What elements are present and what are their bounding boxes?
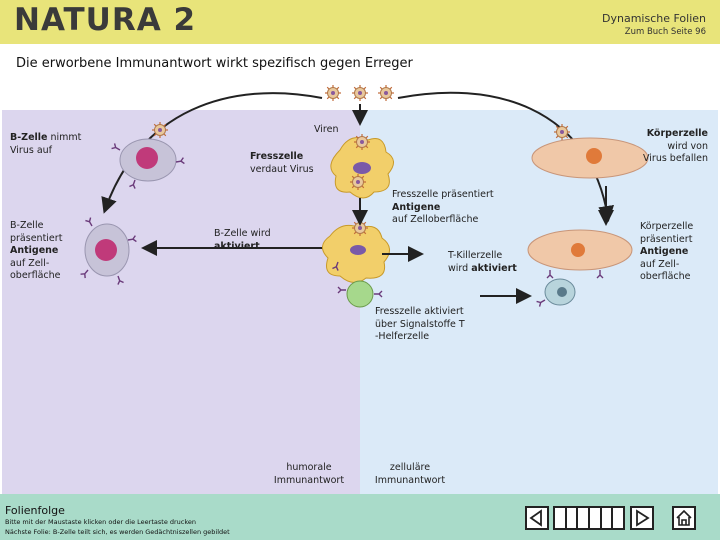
label-phagocyte-activates: Fresszelle aktiviert über Signalstoffe T… [375, 306, 465, 342]
progress-segment[interactable] [613, 508, 623, 528]
footer-instruction: Bitte mit der Maustaste klicken oder die… [5, 518, 197, 526]
home-icon [676, 509, 692, 526]
play-icon [636, 509, 650, 527]
b-cell-virus-uptake [110, 121, 186, 190]
label-tkiller: T-Killerzelle wird aktiviert [448, 250, 517, 274]
progress-segment[interactable] [602, 508, 614, 528]
label-bodycell-infected: Körperzelle wird von Virus befallen [642, 128, 708, 164]
phagocyte-digesting [330, 133, 394, 199]
phagocyte-presenting [322, 219, 390, 283]
label-humoral: humorale Immunantwort [273, 462, 345, 486]
body-cell-presenting [527, 229, 633, 279]
natura-logo: NATURA 2 [14, 2, 197, 38]
progress-segment[interactable] [578, 508, 591, 528]
arrow-to-bcell [101, 92, 323, 214]
body-cell-infected [531, 123, 649, 179]
label-cellular: zelluläre Immunantwort [374, 462, 446, 486]
label-bcell-present: B-Zelle präsentiert Antigene auf Zell- o… [10, 220, 63, 281]
label-phagocyte-present: Fresszelle präsentiert Antigene auf Zell… [392, 189, 494, 225]
series-title: Dynamische Folien [602, 12, 706, 25]
slide-progress-bar[interactable] [553, 506, 625, 530]
virus-icon [324, 84, 395, 102]
humoral-panel [2, 110, 360, 494]
progress-segment[interactable] [555, 508, 567, 528]
b-cell-presenting [79, 216, 138, 286]
progress-segment[interactable] [590, 508, 602, 528]
footer-title: Folienfolge [5, 504, 65, 517]
next-slide-button[interactable] [630, 506, 654, 530]
header-bar [0, 0, 720, 44]
home-button[interactable] [672, 506, 696, 530]
prev-slide-button[interactable] [525, 506, 549, 530]
progress-segment[interactable] [567, 508, 579, 528]
footer-next-slide: Nächste Folie: B-Zelle teilt sich, es we… [5, 528, 230, 536]
label-bcell-activated: B-Zelle wird aktiviert [214, 228, 271, 252]
label-bcell-uptake: B-Zelle nimmt Virus auf [10, 132, 82, 156]
t-helper-cell [337, 280, 383, 308]
t-killer-cell [535, 278, 576, 308]
arrow-to-bodycell [397, 91, 615, 222]
label-bodycell-present: Körperzelle präsentiert Antigene auf Zel… [640, 221, 694, 282]
slide-title: Die erworbene Immunantwort wirkt spezifi… [16, 56, 413, 71]
label-viren: Viren [314, 124, 339, 135]
prev-slide-icon [529, 509, 542, 527]
book-reference: Zum Buch Seite 96 [624, 27, 706, 37]
label-phagocyte-digest: Fresszelle verdaut Virus [250, 151, 314, 175]
